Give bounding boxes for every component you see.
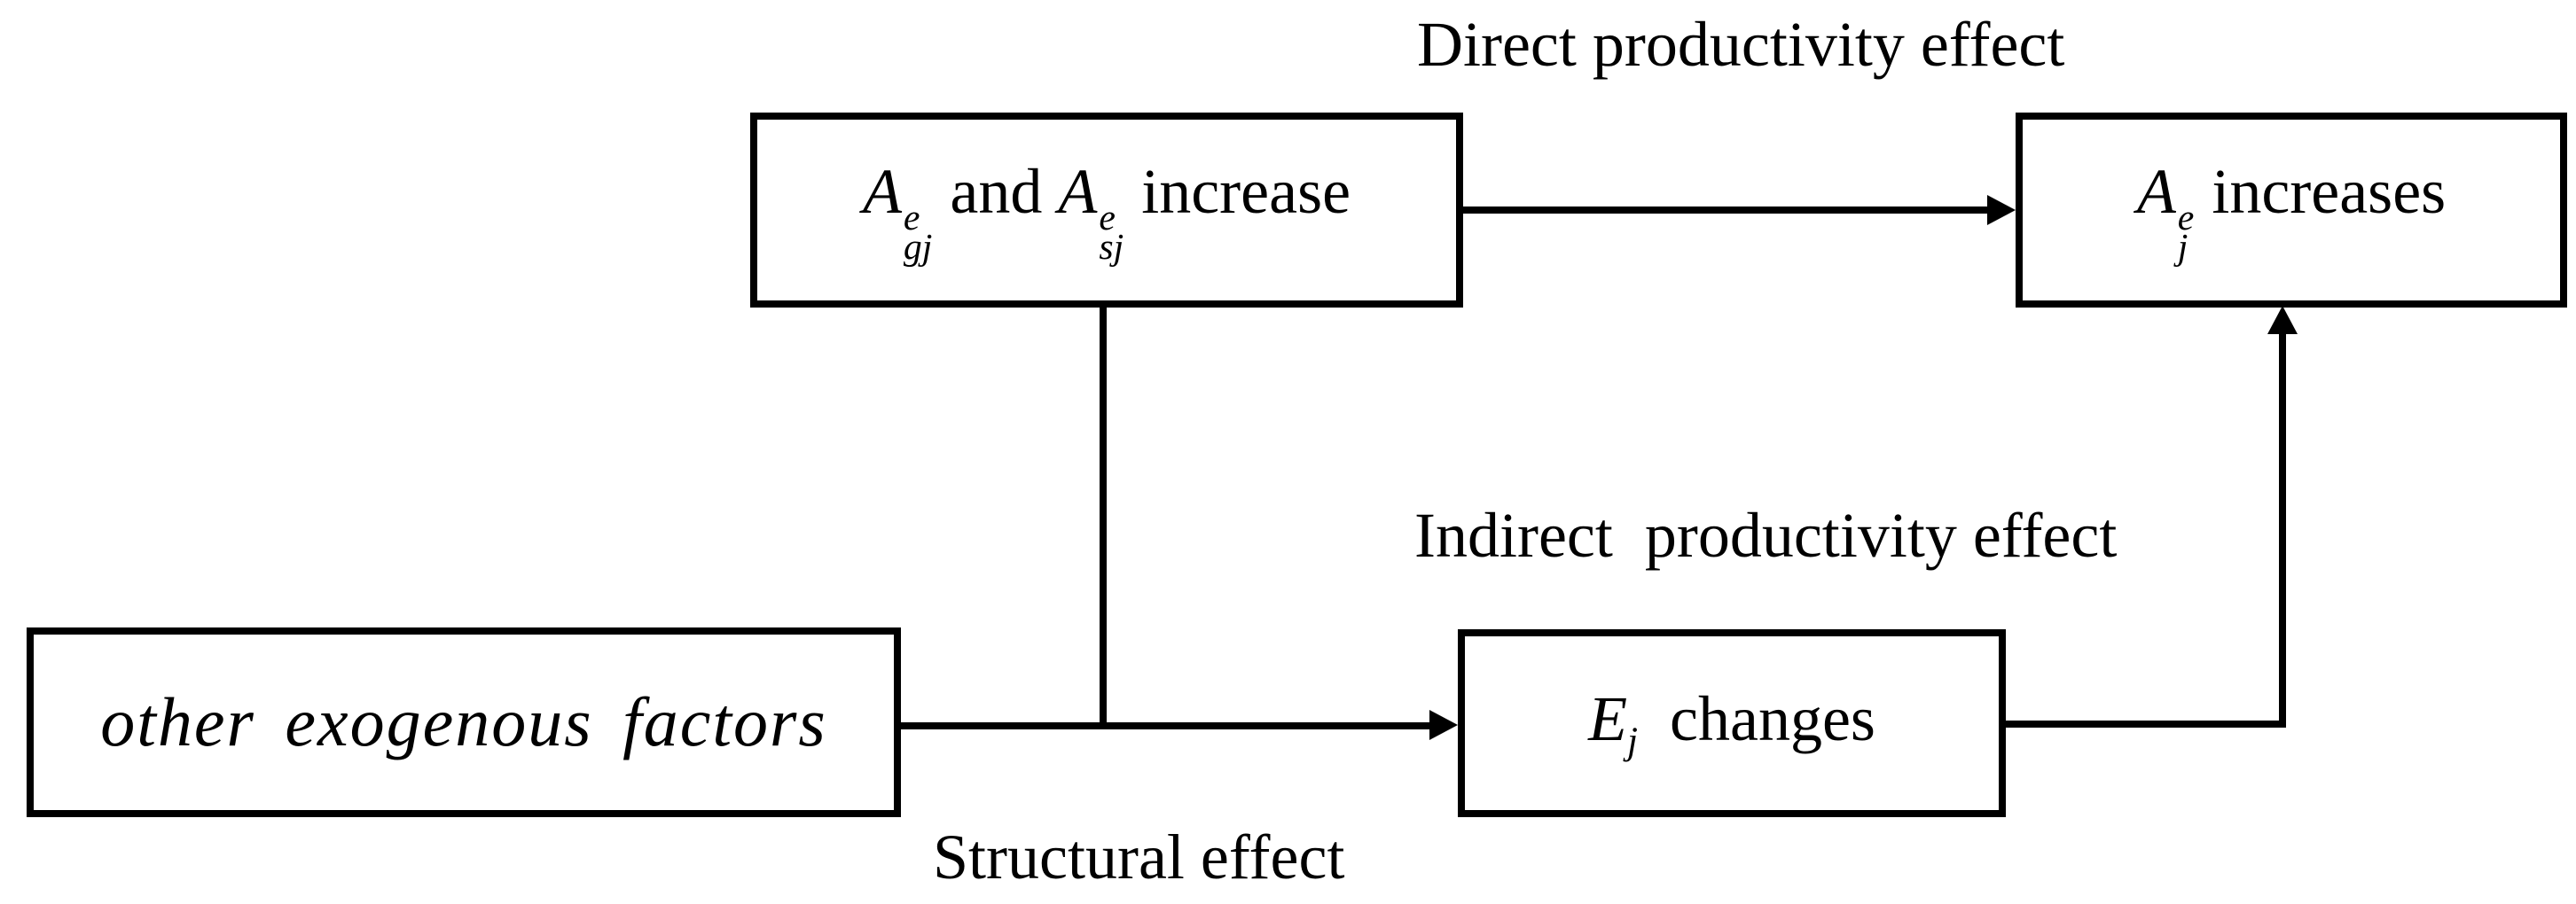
edge-indirect-arrowhead-icon <box>2267 306 2298 334</box>
edge-indirect-riser-line <box>2279 319 2286 728</box>
edge-label-indirect-productivity-effect: Indirect productivity effect <box>1414 500 2118 571</box>
edge-structural-arrowhead-icon <box>1429 710 1458 740</box>
node-other-exogenous-factors-text: other exogenous factors <box>100 683 827 761</box>
edge-direct-arrowhead-icon <box>1987 195 2016 225</box>
node-ej-changes-text: Ej changes <box>1588 682 1875 762</box>
edge-label-direct-productivity-effect: Direct productivity effect <box>1417 9 2065 80</box>
node-other-exogenous-factors: other exogenous factors <box>27 627 901 817</box>
edge-label-structural-effect: Structural effect <box>933 822 1345 892</box>
edge-structural-line <box>901 722 1433 729</box>
edge-indirect-horizontal-line <box>2002 721 2286 728</box>
node-ej-changes: Ej changes <box>1458 629 2006 817</box>
edge-direct-line <box>1463 207 1991 214</box>
edge-drop-line <box>1100 306 1107 729</box>
